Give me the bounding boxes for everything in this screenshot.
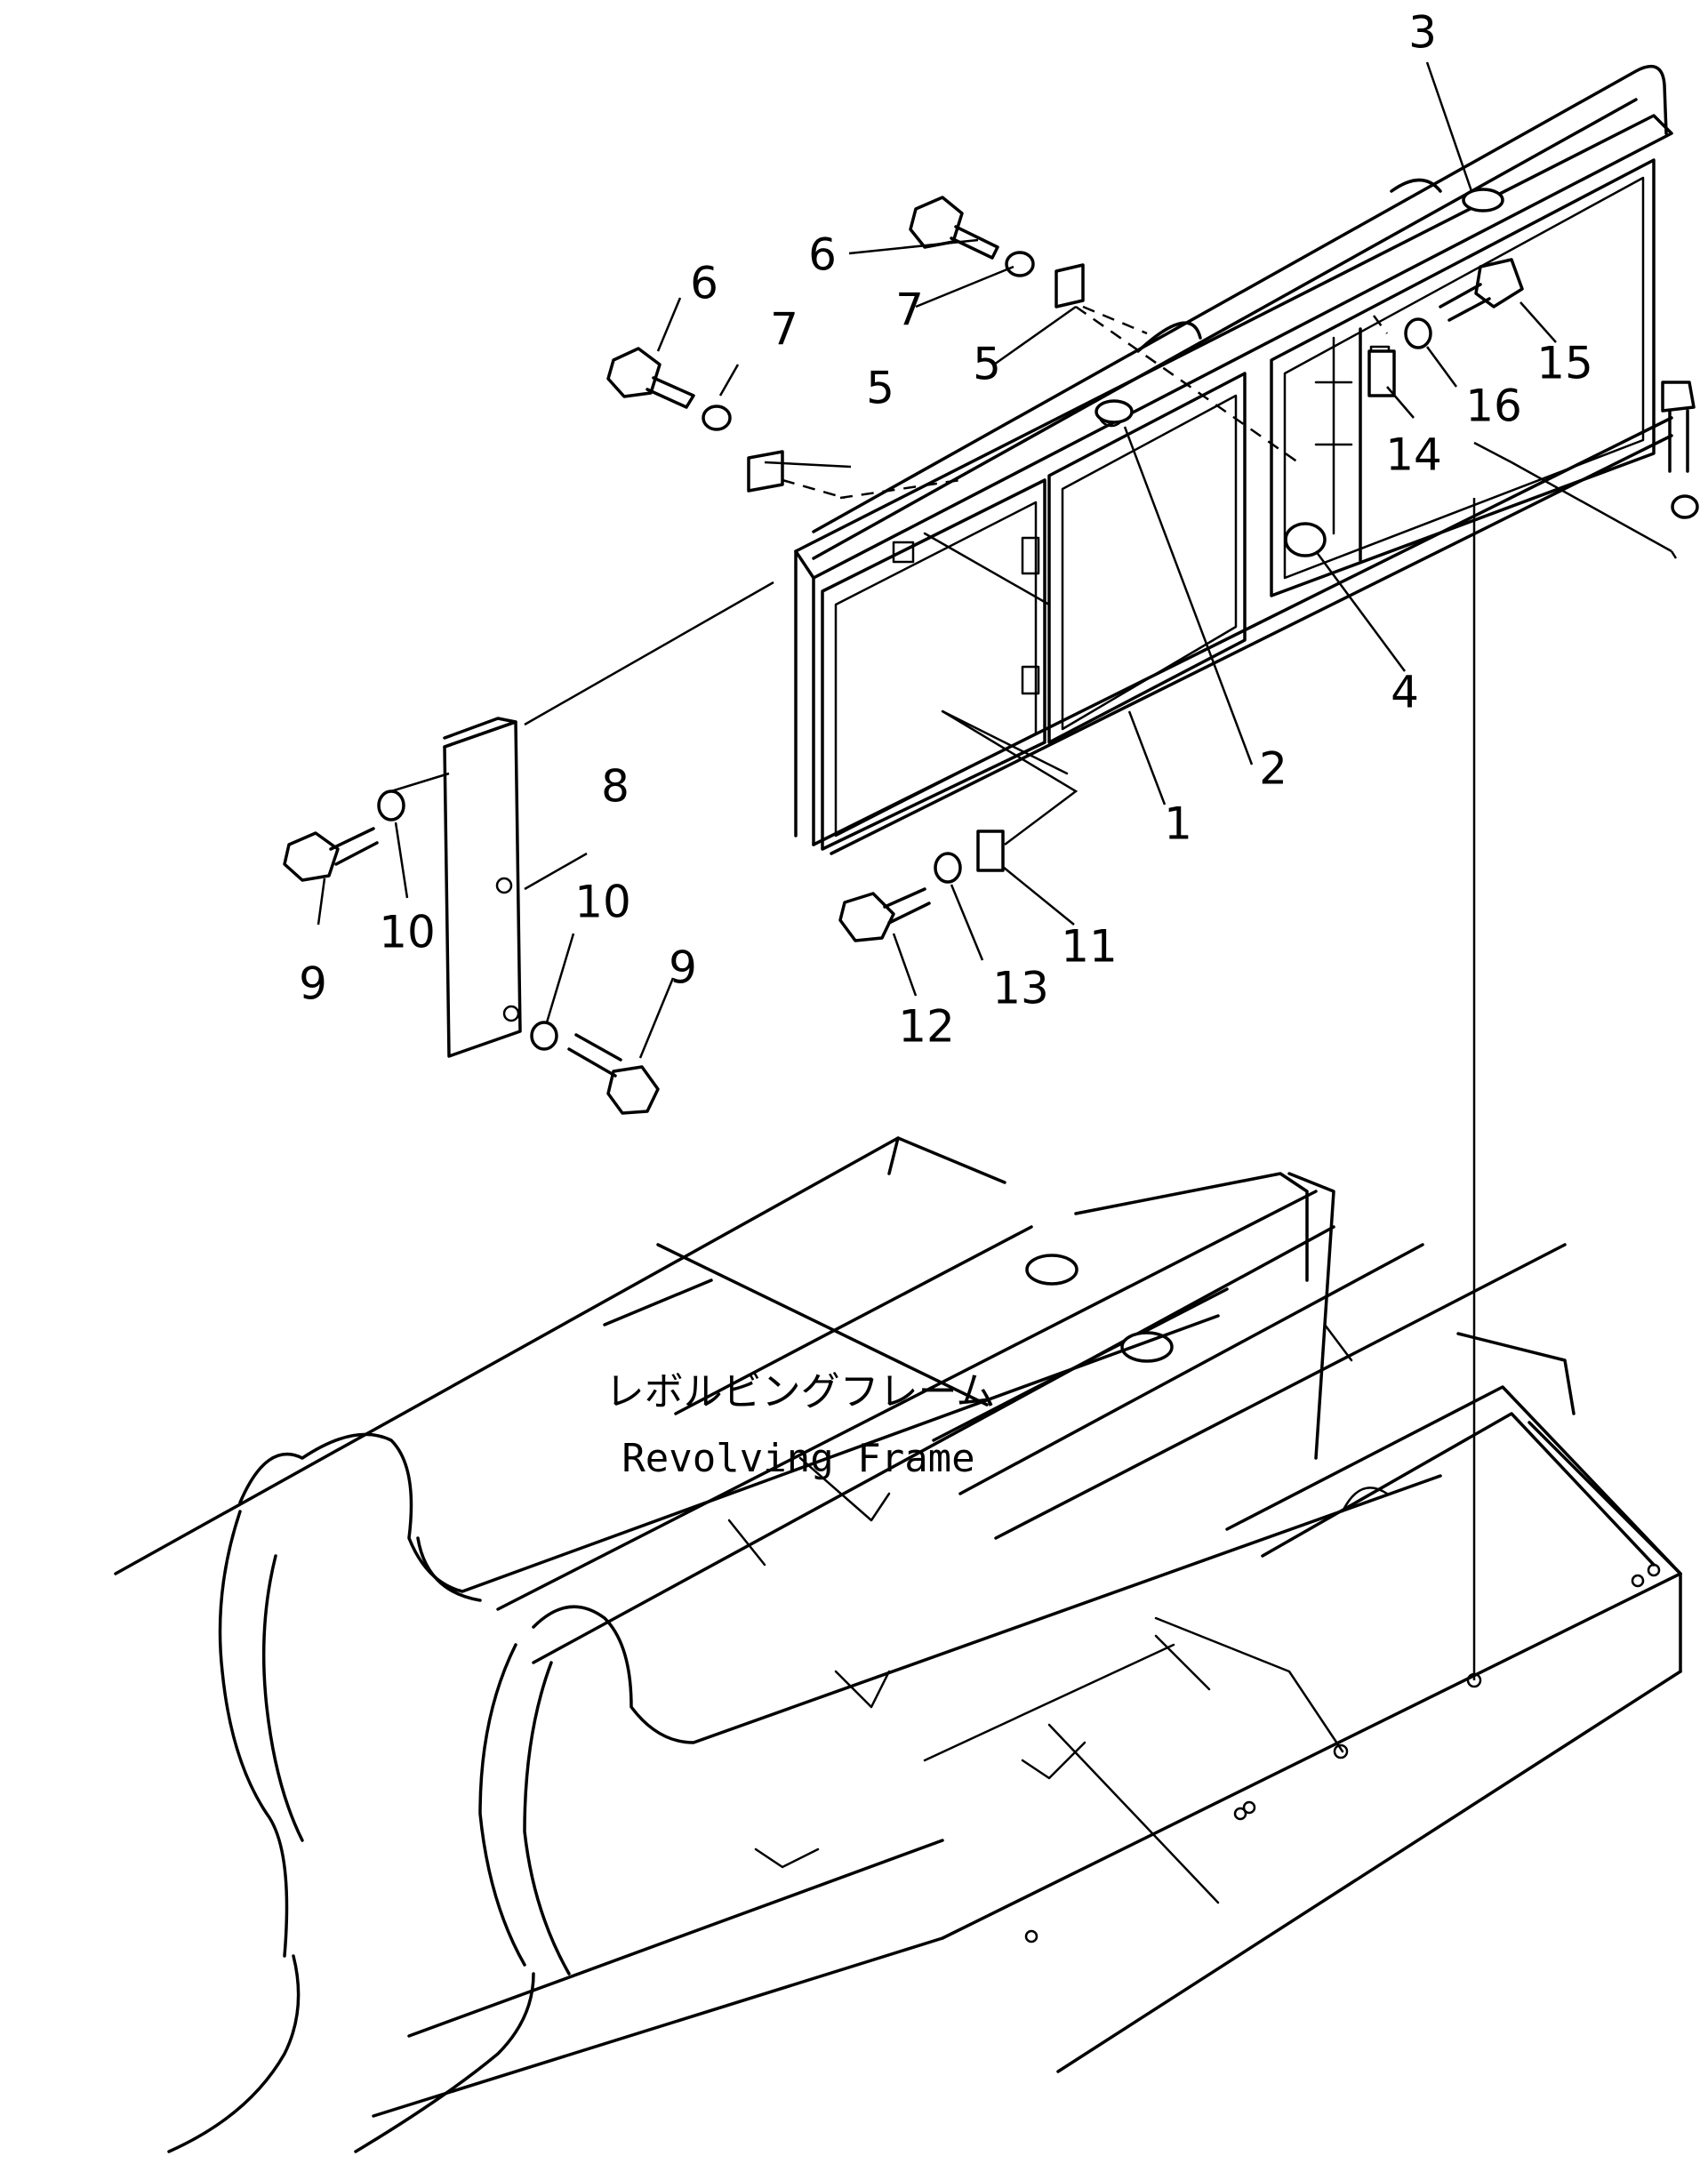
washer-10-left: [377, 789, 405, 822]
label-part-5-upper: 5: [973, 339, 1001, 390]
plate-8: [443, 717, 522, 1058]
label-part-4: 4: [1391, 667, 1419, 718]
label-part-11: 11: [1061, 921, 1118, 973]
plate-5-left: [747, 450, 784, 493]
label-part-10-left: 10: [379, 907, 436, 958]
bolt-right-vertical: [1661, 381, 1699, 519]
label-part-9-left: 9: [299, 958, 327, 1010]
revolving-frame: [114, 1136, 1682, 2153]
label-part-16: 16: [1465, 381, 1522, 432]
bolt-9-left: [283, 827, 379, 882]
label-part-12: 12: [898, 1001, 955, 1053]
label-part-13: 13: [992, 963, 1049, 1014]
label-part-5-left: 5: [866, 363, 894, 414]
label-part-15: 15: [1536, 338, 1593, 389]
bolt-9-right: [567, 1033, 660, 1115]
label-part-3: 3: [1408, 7, 1437, 59]
label-part-8: 8: [601, 761, 629, 813]
panel-assembly: [794, 65, 1673, 855]
label-part-1: 1: [1164, 798, 1192, 850]
label-part-2: 2: [1259, 743, 1287, 795]
leader-lines: [317, 61, 1557, 1059]
bolt-6-upper: [909, 196, 999, 260]
part-labels: 3 6 6 7 7 5 5 15 16 14 4 2 1 8 10 9 10 9…: [299, 7, 1593, 1053]
label-part-7-left: 7: [770, 304, 798, 356]
label-part-6-upper: 6: [808, 229, 837, 281]
washer-7-upper: [1005, 251, 1035, 277]
plate-5-upper: [1054, 263, 1085, 309]
bracket-11: [976, 830, 1005, 872]
bolt-15: [1439, 258, 1524, 322]
label-part-7-upper: 7: [895, 285, 924, 336]
washer-13: [934, 852, 962, 884]
revolving-frame-caption-en: Revolving Frame: [621, 1436, 974, 1481]
label-part-9-upper: 9: [669, 942, 697, 994]
washer-16: [1404, 317, 1432, 349]
label-part-6-left: 6: [690, 258, 718, 309]
washer-10-right: [530, 1021, 558, 1051]
bolt-6-left: [606, 347, 695, 409]
washer-7-left: [702, 405, 732, 431]
label-part-10-upper: 10: [574, 877, 631, 928]
bolt-12: [838, 887, 931, 942]
bracket-14: [1367, 349, 1396, 397]
label-part-14: 14: [1385, 429, 1442, 481]
revolving-frame-caption-jp: レボルビングフレーム: [605, 1369, 996, 1415]
